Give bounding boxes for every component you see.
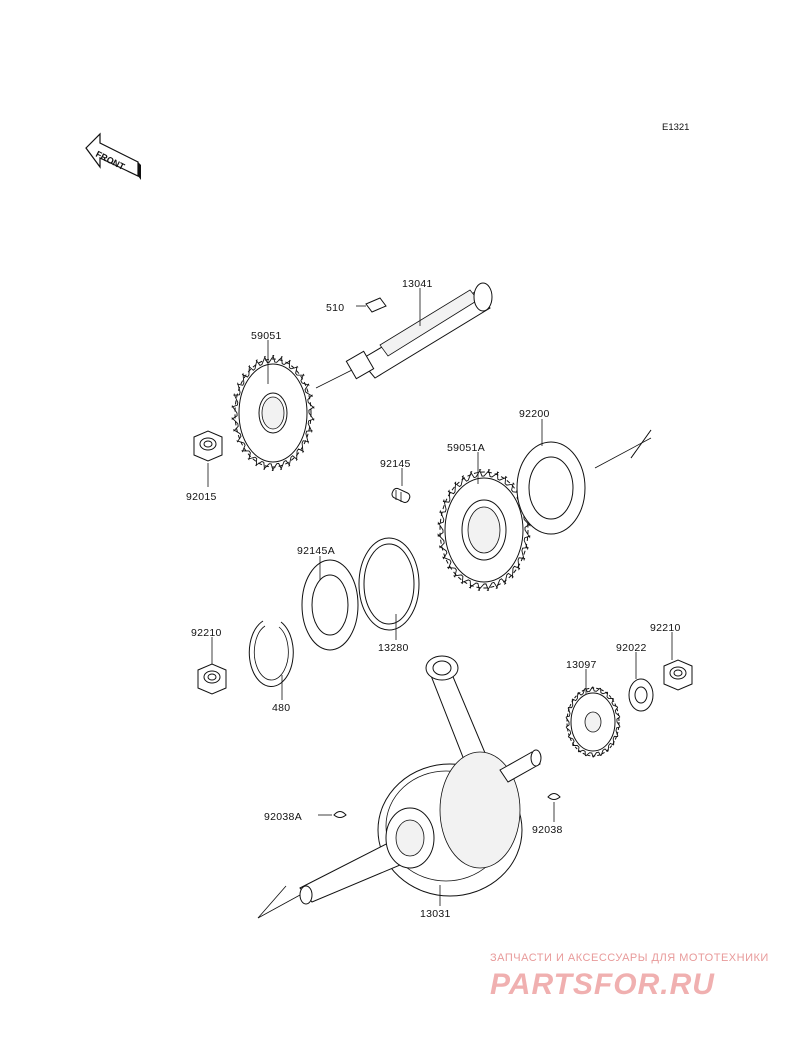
part-label: 13031: [420, 908, 451, 920]
balancer-shaft: [315, 282, 493, 389]
nut-92015: [193, 430, 223, 462]
part-label: 13041: [402, 278, 433, 290]
nut-92210-left: [197, 663, 227, 695]
washer-13280: [358, 537, 420, 631]
watermark: ЗАПЧАСТИ И АКСЕССУАРЫ ДЛЯ МОТОТЕХНИКИ PA…: [490, 952, 769, 1001]
part-label: 13097: [566, 659, 597, 671]
part-label: 92200: [519, 408, 550, 420]
gear-59051A: [437, 469, 531, 591]
part-label: 92015: [186, 491, 217, 503]
gear-59051A-teeth: [437, 469, 531, 591]
watermark-tagline: ЗАПЧАСТИ И АКСЕССУАРЫ ДЛЯ МОТОТЕХНИКИ: [490, 952, 769, 964]
part-label: 13280: [378, 642, 409, 654]
part-label: 92210: [650, 622, 681, 634]
part-label: 59051A: [447, 442, 485, 454]
nut-92210-right: [663, 659, 693, 691]
part-label: 92145: [380, 458, 411, 470]
part-label: 92145A: [297, 545, 335, 557]
part-label: 92038: [532, 824, 563, 836]
front-arrow-icon: FRONT: [85, 132, 141, 180]
watermark-brand: PARTSFOR.RU: [490, 968, 715, 1001]
part-label: 480: [272, 702, 290, 714]
gear-59051: [231, 355, 315, 471]
gear-59051-teeth: [231, 355, 315, 471]
leader-lines: [207, 288, 673, 906]
circlip-480: [248, 620, 294, 687]
part-label: 92038A: [264, 811, 302, 823]
part-label: 92022: [616, 642, 647, 654]
diagram-ref-code: E1321: [662, 122, 689, 133]
gear-13097-teeth: [565, 686, 621, 758]
key-92038: [547, 793, 561, 800]
part-label: 59051: [251, 330, 282, 342]
plate-92145A: [301, 559, 359, 651]
dowel-92145: [391, 487, 411, 503]
washer-92022: [628, 678, 654, 712]
key-92038A: [333, 811, 347, 818]
part-label: 510: [326, 302, 344, 314]
crankshaft-13031: [257, 655, 542, 919]
plate-92200: [516, 429, 652, 535]
part-label: 92210: [191, 627, 222, 639]
gear-13097: [565, 686, 621, 758]
part-labels: 13041 510 59051 92015 92200 59051A 92145…: [186, 278, 681, 920]
